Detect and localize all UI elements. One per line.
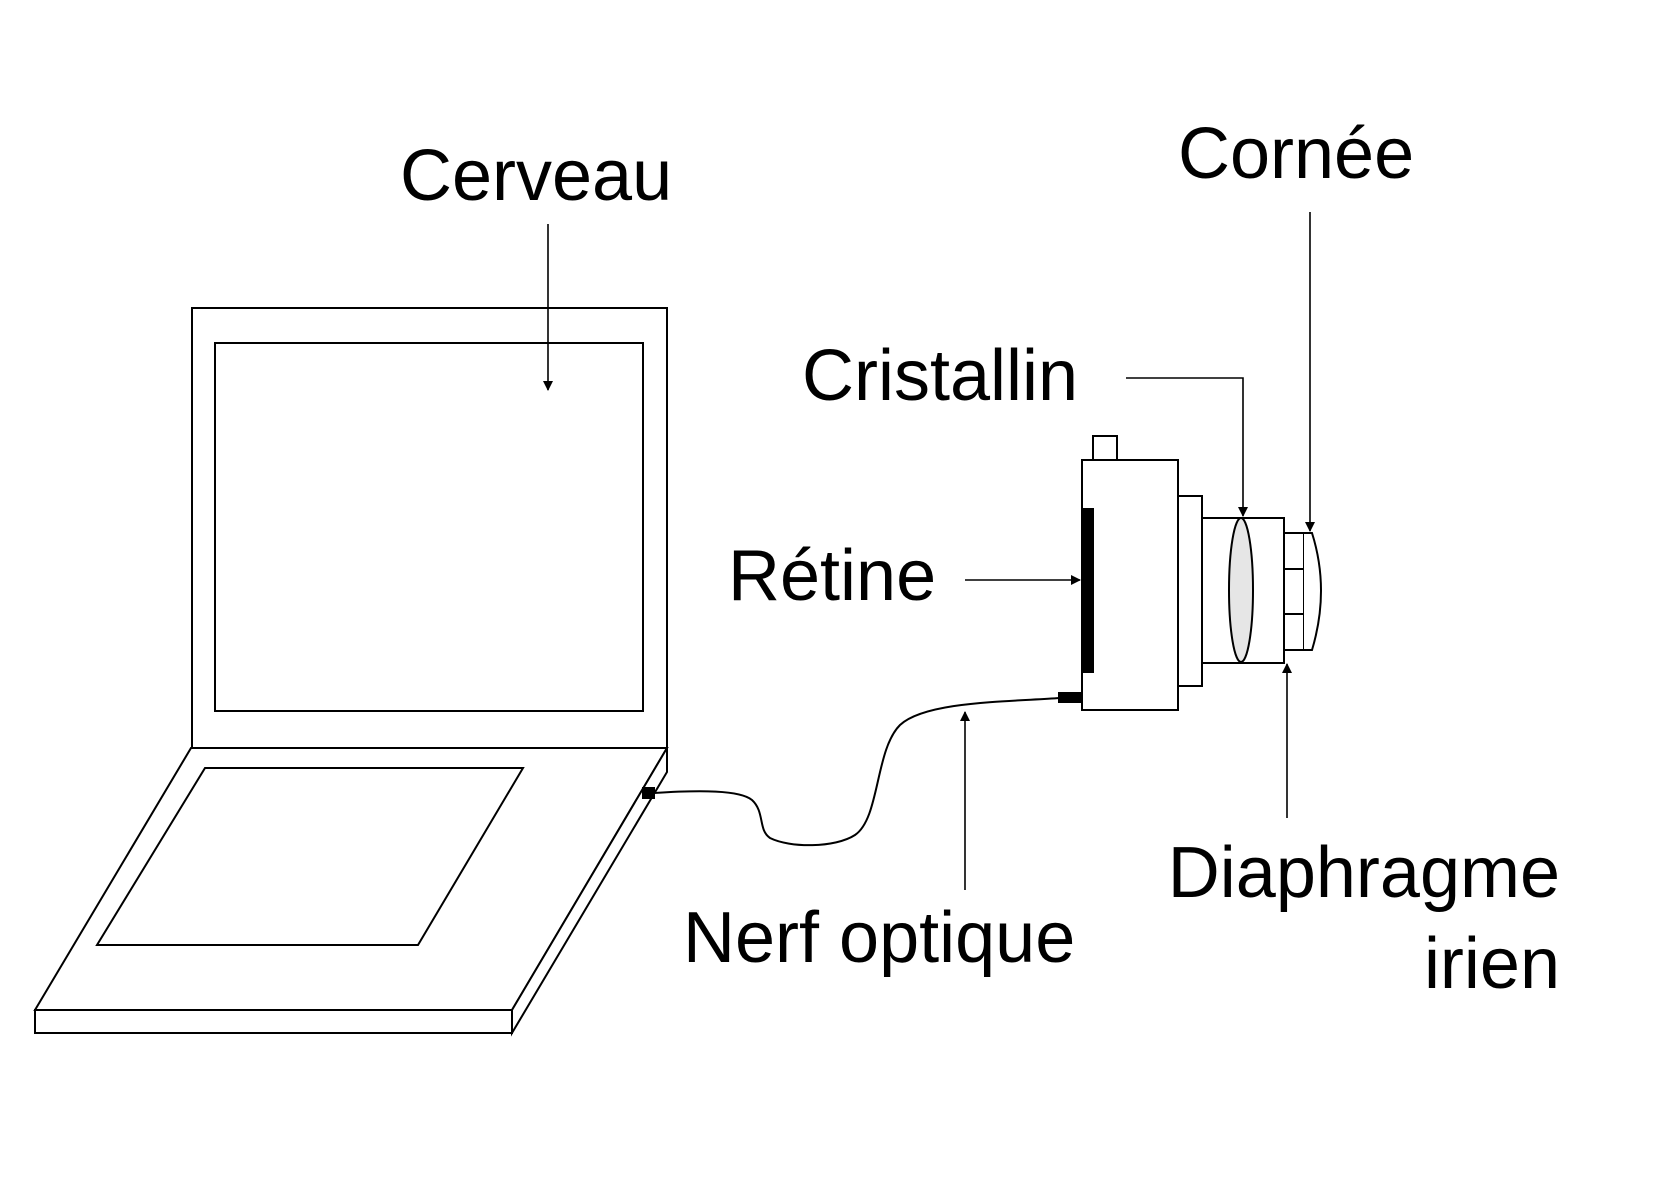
nerf-optique-label: Nerf optique bbox=[683, 898, 1076, 978]
camera-shutter-button bbox=[1092, 435, 1118, 461]
diaphragme-label-line1: Diaphragme bbox=[1167, 833, 1560, 913]
diaphragme-label-line2: irien bbox=[1423, 924, 1560, 1005]
cristallin-arrow bbox=[1126, 377, 1248, 517]
leader-lines bbox=[543, 212, 1315, 890]
optic-nerve-cable bbox=[653, 697, 1061, 847]
camera-port bbox=[1058, 692, 1082, 703]
cornea-shape bbox=[1304, 532, 1322, 651]
laptop-port bbox=[642, 787, 655, 799]
diaphragme-irien-label: Diaphragme irien bbox=[1140, 828, 1560, 1011]
camera-illustration bbox=[1081, 435, 1322, 711]
laptop-illustration bbox=[33, 307, 669, 1037]
cerveau-label: Cerveau bbox=[400, 136, 673, 216]
laptop-screen bbox=[214, 342, 644, 712]
laptop-base-front bbox=[34, 1009, 513, 1034]
laptop-base-side bbox=[511, 744, 668, 1037]
laptop-keyboard-area bbox=[95, 767, 525, 946]
camera-body bbox=[1081, 459, 1179, 711]
crystalline-lens-shape bbox=[1228, 517, 1254, 663]
diaphragm-blade-bottom bbox=[1283, 613, 1305, 651]
camera-mount-ring bbox=[1177, 495, 1203, 687]
cristallin-label: Cristallin bbox=[802, 336, 1079, 416]
cornee-label: Cornée bbox=[1178, 114, 1415, 194]
diaphragm-blade-top bbox=[1283, 532, 1305, 570]
retina-sensor-bar bbox=[1082, 508, 1094, 673]
retine-label: Rétine bbox=[728, 536, 937, 616]
